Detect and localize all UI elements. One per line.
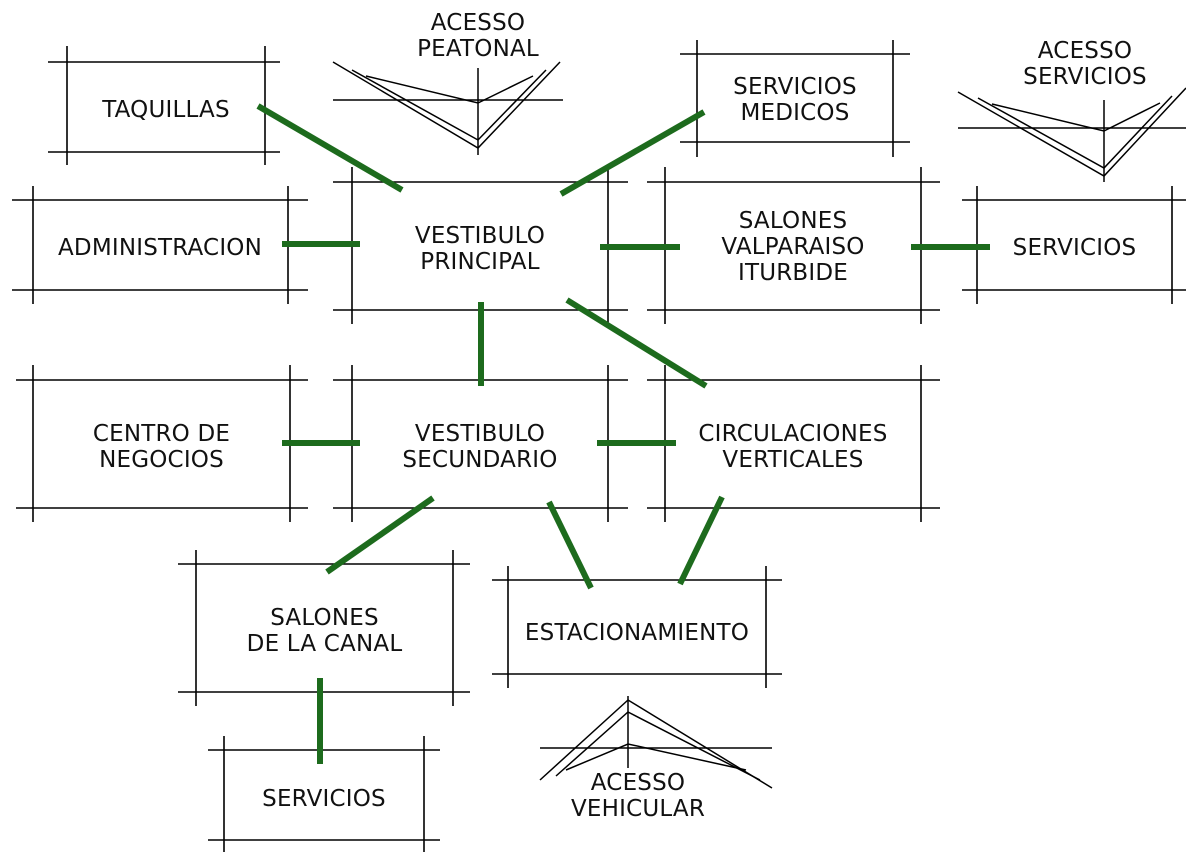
node-servicios-medicos-line-2: MEDICOS — [740, 100, 850, 126]
node-circulaciones: CIRCULACIONES VERTICALES — [665, 421, 921, 473]
node-centro-negocios-line-2: NEGOCIOS — [99, 447, 224, 473]
node-salones-canal: SALONES DE LA CANAL — [196, 605, 453, 657]
frame-centro-negocios — [16, 365, 308, 522]
node-estacionamiento: ESTACIONAMIENTO — [494, 620, 780, 646]
node-centro-negocios-line-1: CENTRO DE — [92, 421, 231, 447]
node-salones-valparaiso-line-1: SALONES — [738, 208, 848, 234]
link-servicios-medicos-vestibulo-principal — [559, 109, 706, 197]
frame-servicios-medicos — [680, 40, 910, 157]
node-vestibulo-secundario-line-1: VESTIBULO — [414, 421, 546, 447]
frame-salones-canal — [178, 550, 470, 706]
node-vestibulo-principal-line-2: PRINCIPAL — [420, 249, 540, 275]
node-administracion: ADMINISTRACION — [14, 235, 306, 261]
node-circulaciones-line-1: CIRCULACIONES — [698, 421, 888, 447]
link-vestibulo-secundario-salones-canal — [325, 495, 435, 575]
access-vehicular-line-1: ACESSO — [590, 770, 686, 796]
node-vestibulo-secundario: VESTIBULO SECUNDARIO — [352, 421, 608, 473]
access-vehicular: ACESSO VEHICULAR — [538, 770, 738, 822]
access-vehicular-line-2: VEHICULAR — [570, 796, 706, 822]
access-servicios-line-2: SERVICIOS — [1023, 64, 1147, 90]
node-centro-negocios: CENTRO DE NEGOCIOS — [33, 421, 290, 473]
access-peatonal-arrow-icon — [332, 61, 563, 155]
frame-administracion — [12, 186, 308, 304]
access-vehicular-arrow-icon — [539, 696, 773, 789]
node-servicios-medicos-line-1: SERVICIOS — [733, 74, 857, 100]
access-peatonal-line-2: PEATONAL — [417, 36, 539, 62]
node-estacionamiento-label: ESTACIONAMIENTO — [524, 620, 750, 646]
link-vestibulo-principal-circulaciones — [565, 297, 708, 389]
node-salones-canal-line-2: DE LA CANAL — [246, 631, 403, 657]
node-salones-valparaiso: SALONES VALPARAISO ITURBIDE — [665, 208, 921, 286]
node-circulaciones-line-2: VERTICALES — [722, 447, 864, 473]
link-vestibulo-secundario-estacionamiento — [546, 500, 594, 590]
access-peatonal: ACESSO PEATONAL — [378, 10, 578, 62]
node-servicios-medicos: SERVICIOS MEDICOS — [697, 74, 893, 126]
node-vestibulo-principal: VESTIBULO PRINCIPAL — [352, 223, 608, 275]
frame-servicios-right — [962, 186, 1186, 304]
link-circulaciones-estacionamiento — [677, 495, 725, 586]
frame-estacionamiento — [492, 566, 782, 688]
frame-taquillas — [48, 46, 280, 165]
node-servicios-right: SERVICIOS — [977, 235, 1172, 261]
node-salones-valparaiso-line-3: ITURBIDE — [737, 260, 849, 286]
node-administracion-label: ADMINISTRACION — [57, 235, 263, 261]
node-vestibulo-secundario-line-2: SECUNDARIO — [402, 447, 558, 473]
frame-servicios-bottom — [208, 736, 440, 852]
node-taquillas-label: TAQUILLAS — [102, 97, 230, 123]
node-salones-valparaiso-line-2: VALPARAISO — [721, 234, 865, 260]
node-servicios-bottom: SERVICIOS — [224, 786, 424, 812]
link-taquillas-vestibulo-principal — [256, 103, 404, 193]
node-servicios-right-label: SERVICIOS — [1012, 235, 1137, 261]
node-salones-canal-line-1: SALONES — [270, 605, 379, 631]
access-servicios-arrow-icon — [957, 87, 1186, 182]
access-servicios-line-1: ACESSO — [1037, 38, 1133, 64]
connection-links — [256, 103, 990, 764]
node-taquillas: TAQUILLAS — [67, 97, 265, 123]
node-servicios-bottom-label: SERVICIOS — [262, 786, 386, 812]
access-peatonal-line-1: ACESSO — [430, 10, 526, 36]
access-servicios: ACESSO SERVICIOS — [985, 38, 1185, 90]
node-vestibulo-principal-line-1: VESTIBULO — [414, 223, 546, 249]
